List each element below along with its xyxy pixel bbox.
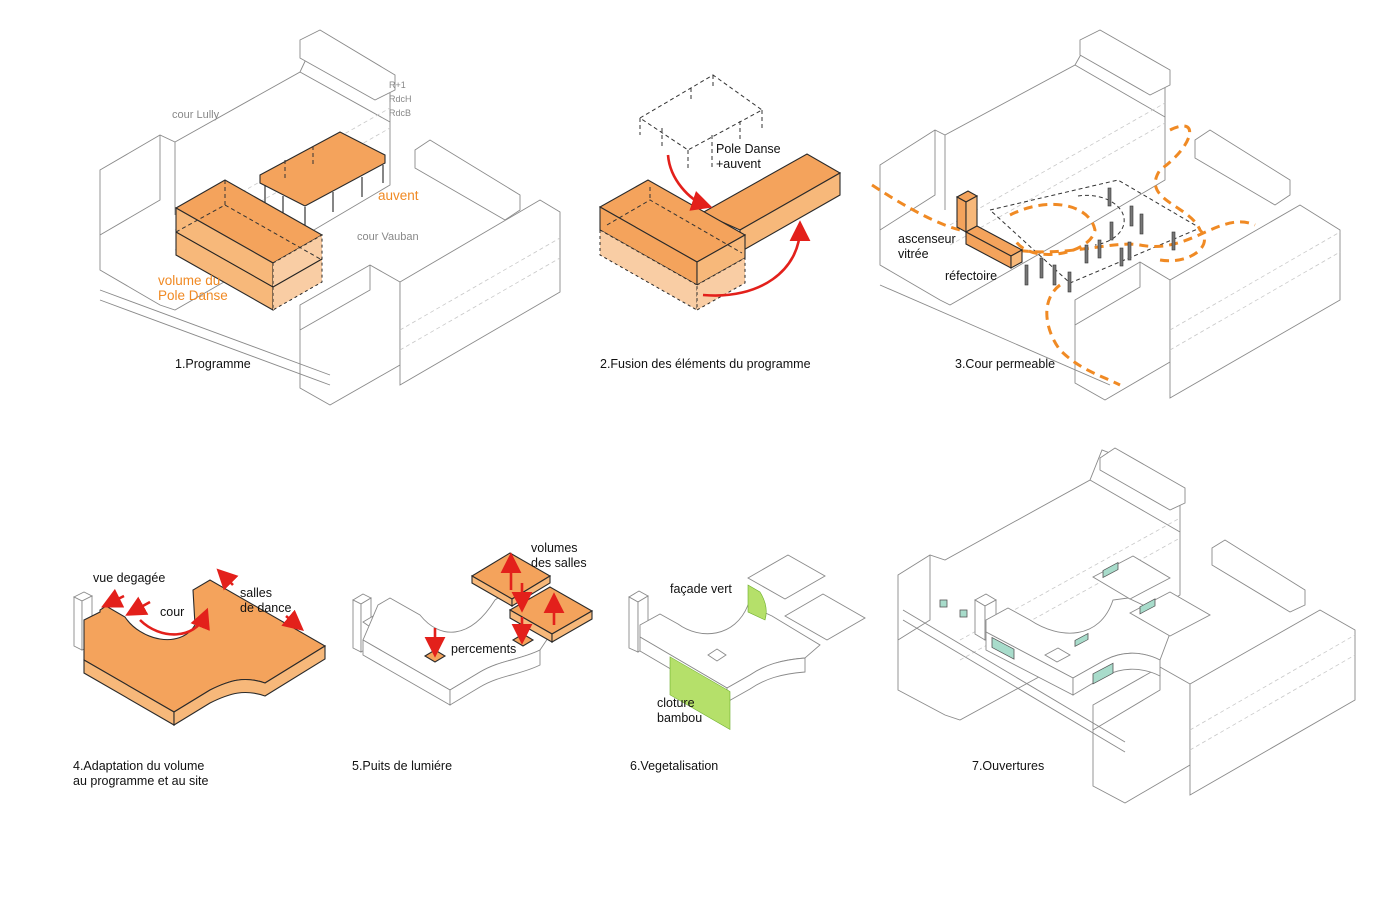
arrow-auvent-down [666,154,713,211]
panel-5-caption: 5.Puits de lumiére [352,759,452,773]
ascenseur-volume [955,190,979,233]
percements-label: percements [451,642,516,656]
adapted-volume [83,579,327,726]
arrow-salles-up [216,568,239,591]
ascenseur-label-line2: vitrée [898,247,929,261]
pole-danse-volume [174,179,324,311]
green-facade [747,584,767,621]
panel-6-vegetalisation: façade vert cloture bambou 6.Vegetalisat… [628,554,866,773]
cour-label: cour [160,605,184,619]
bamboo-fence [669,656,731,730]
level-rdcb-label: RdcB [389,108,411,118]
panel-7-caption: 7.Ouvertures [972,759,1044,773]
arrow-vue [125,596,151,616]
panel-6-caption: 6.Vegetalisation [630,759,718,773]
cloture-label-line1: cloture [657,696,695,710]
panel-7-ouvertures: 7.Ouvertures [897,447,1356,804]
auvent-volume [259,131,386,228]
cloture-label-line2: bambou [657,711,702,725]
volume-label-line1: volume du [158,273,220,288]
salles-label-line2: de dance [240,601,291,615]
panel-3-cour-permeable: ascenseur vitrée réfectoire 3.Cour perme… [871,29,1341,401]
existing-buildings [99,29,561,406]
refectoire-volume [964,225,1024,269]
pole-danse-merged [598,179,747,311]
panel-2-fusion: Pole Danse +auvent 2.Fusion des éléments… [598,74,842,371]
existing-buildings [879,29,1341,401]
cour-lully-label: cour Lully [172,109,220,121]
hall-volume [747,554,826,600]
volumes-label-line1: volumes [531,541,578,555]
level-rdch-label: RdcH [389,94,412,104]
pole-danse-building [974,555,1211,696]
orange-access-path [871,124,1256,387]
pole-danse-label-line2: +auvent [716,157,761,171]
panel-4-caption-line1: 4.Adaptation du volume [73,759,204,773]
pole-danse-label-line1: Pole Danse [716,142,781,156]
auvent-ghost [639,74,763,170]
volumes-label-line2: des salles [531,556,587,570]
arrow-salles-right [281,609,304,631]
auvent-label: auvent [378,188,419,203]
panel-3-caption: 3.Cour permeable [955,357,1055,371]
refectoire-label: réfectoire [945,269,997,283]
panel-1-programme: cour Lully cour Vauban R+1 RdcH RdcB auv… [99,29,561,406]
salles-label-line1: salles [240,586,272,600]
arrow-volume-up [702,220,811,297]
panel-4-caption-line2: au programme et au site [73,774,209,788]
auvent-merged [700,153,842,253]
posts [1024,187,1176,293]
panel-4-adaptation: vue degagée cour salles de dance 4.Adapt… [72,568,327,788]
panel-5-puits-lumiere: volumes des salles percements 5.Puits de… [352,541,594,773]
skylight [707,648,727,662]
arrow-cour [139,607,210,636]
vue-label: vue degagée [93,571,165,585]
volume-label-line2: Pole Danse [158,288,228,303]
ascenseur-label-line1: ascenseur [898,232,956,246]
level-r1-label: R+1 [389,80,406,90]
panel-2-caption: 2.Fusion des éléments du programme [600,357,811,371]
cour-vauban-label: cour Vauban [357,231,419,243]
panel-1-caption: 1.Programme [175,357,251,371]
facade-label: façade vert [670,582,732,596]
hall-volume [784,593,866,641]
existing-buildings [897,447,1356,804]
